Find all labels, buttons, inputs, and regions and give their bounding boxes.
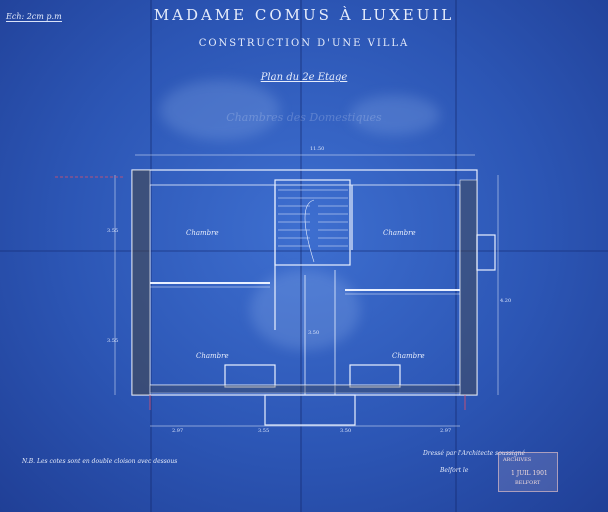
place-line: Belfort le bbox=[440, 467, 469, 474]
dimension-label: 3.55 bbox=[107, 338, 119, 344]
red-markers bbox=[55, 176, 466, 410]
left-wall-poche bbox=[131, 169, 151, 396]
room-label: Chambre bbox=[186, 229, 219, 237]
paper-stain bbox=[350, 95, 440, 135]
floor-plan-label: Plan du 2e Etage bbox=[260, 72, 348, 83]
dimension-label: 2.97 bbox=[440, 428, 452, 434]
paper-fold bbox=[300, 0, 302, 512]
closet bbox=[224, 364, 276, 388]
closet bbox=[349, 364, 401, 388]
room-label: Chambre bbox=[392, 352, 425, 360]
paper-stain bbox=[160, 80, 280, 140]
faded-annotation: Chambres des Domestiques bbox=[226, 111, 382, 124]
dimension-label: 3.55 bbox=[258, 428, 270, 434]
dimension-label: 3.50 bbox=[308, 330, 320, 336]
scale-label: Ech: 2cm p.m bbox=[6, 12, 62, 22]
archive-stamp: ARCHIVES 1 JUIL 1901 BELFORT bbox=[498, 452, 558, 492]
right-wall-poche bbox=[459, 179, 478, 396]
dimension-label: 3.55 bbox=[107, 228, 119, 234]
dimension-label: 2.97 bbox=[172, 428, 184, 434]
dimension-label: 3.50 bbox=[340, 428, 352, 434]
dimension-label: 4.20 bbox=[500, 298, 512, 304]
paper-fold bbox=[150, 0, 152, 512]
paper-fold bbox=[0, 250, 608, 252]
stair-treads bbox=[278, 189, 348, 263]
paper-fold bbox=[455, 0, 457, 512]
dimension-label: 11.50 bbox=[310, 146, 325, 152]
balcony bbox=[264, 394, 356, 426]
chimney bbox=[476, 234, 496, 271]
staircase bbox=[274, 179, 351, 266]
footnote: N.B. Les cotes sont en double cloison av… bbox=[22, 458, 178, 465]
drawing-title: Madame Comus à Luxeuil bbox=[153, 6, 455, 24]
room-label: Chambre bbox=[383, 229, 416, 237]
architect-signature-line: Dressé par l'Architecte soussigné bbox=[423, 450, 526, 457]
drawing-subtitle: Construction d'une Villa bbox=[198, 38, 410, 49]
room-label: Chambre bbox=[196, 352, 229, 360]
